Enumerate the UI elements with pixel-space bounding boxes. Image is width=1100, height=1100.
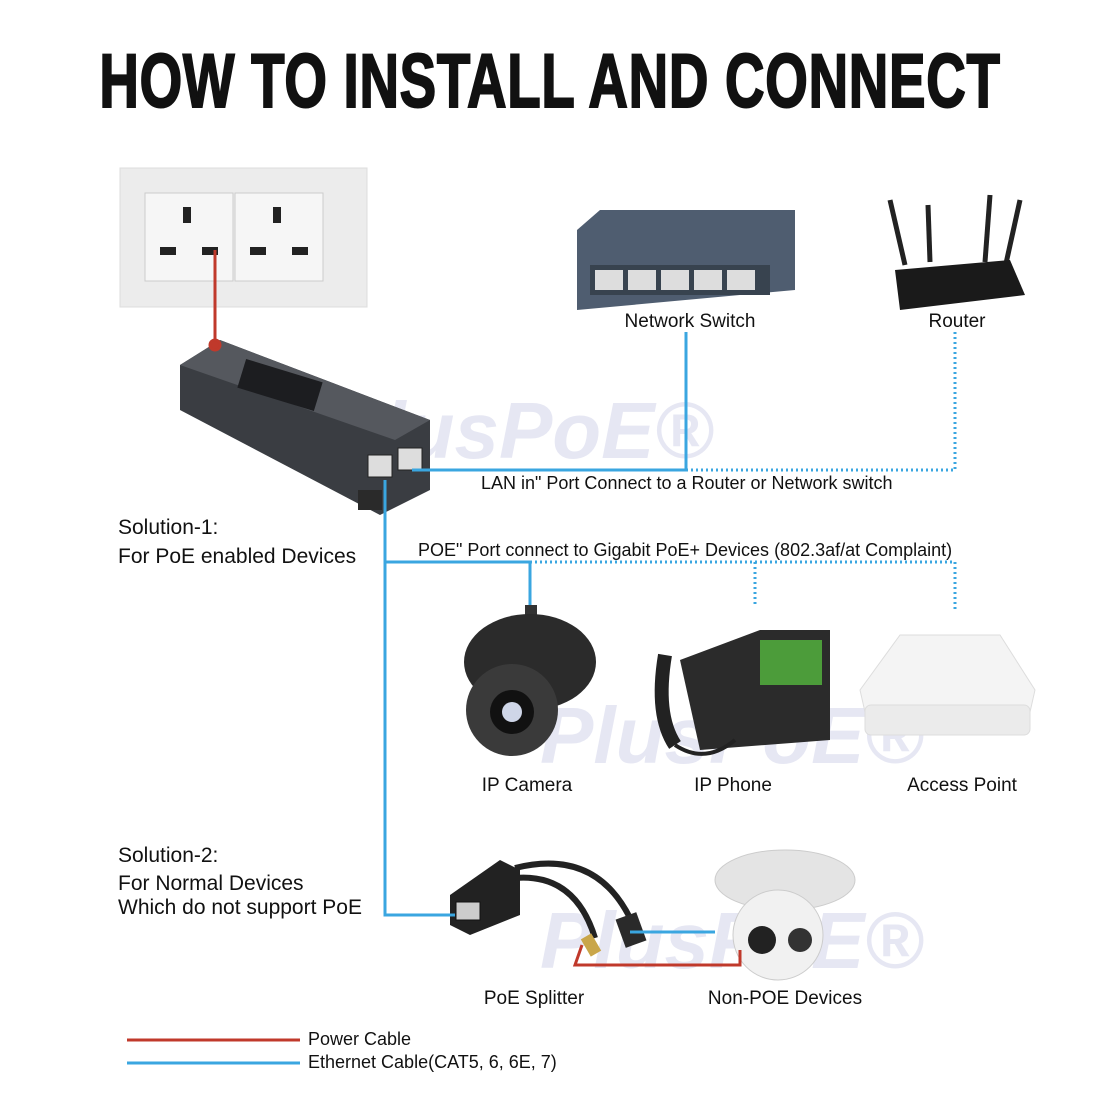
access-point-image xyxy=(859,634,1036,736)
router-label: Router xyxy=(928,311,986,332)
watermark: PlusPoE® xyxy=(540,896,924,985)
ip-camera-image xyxy=(464,605,596,756)
network-switch-image xyxy=(577,210,795,310)
solution2-title: Solution-2: xyxy=(118,844,219,867)
poe-injector-image xyxy=(180,340,430,515)
legend-ethernet-label: Ethernet Cable(CAT5, 6, 6E, 7) xyxy=(308,1052,557,1072)
ip-phone-label: IP Phone xyxy=(694,775,772,796)
ethernet-cable-optional xyxy=(530,332,957,610)
poe-splitter-label: PoE Splitter xyxy=(483,988,585,1009)
network-switch-label: Network Switch xyxy=(624,311,756,332)
poe-splitter-image xyxy=(450,860,647,957)
page-title: HOW TO INSTALL AND CONNECT xyxy=(99,38,1001,125)
non-poe-devices-label: Non-POE Devices xyxy=(707,988,863,1009)
solution1-title: Solution-1: xyxy=(118,516,219,539)
access-point-label: Access Point xyxy=(907,775,1017,796)
solution2-line2: Which do not support PoE xyxy=(118,896,362,919)
solution1-desc: For PoE enabled Devices xyxy=(118,545,357,568)
solution2-line1: For Normal Devices xyxy=(118,872,304,895)
ip-camera-label: IP Camera xyxy=(481,775,573,796)
router-image xyxy=(887,194,1025,310)
poe-port-note: POE" Port connect to Gigabit PoE+ Device… xyxy=(418,540,953,560)
non-poe-device-image xyxy=(714,849,856,981)
power-cable xyxy=(208,250,742,967)
legend-power-label: Power Cable xyxy=(308,1029,412,1049)
wall-socket-image xyxy=(119,167,368,308)
ip-phone-image xyxy=(654,630,830,756)
lan-port-note: LAN in" Port Connect to a Router or Netw… xyxy=(481,473,893,493)
